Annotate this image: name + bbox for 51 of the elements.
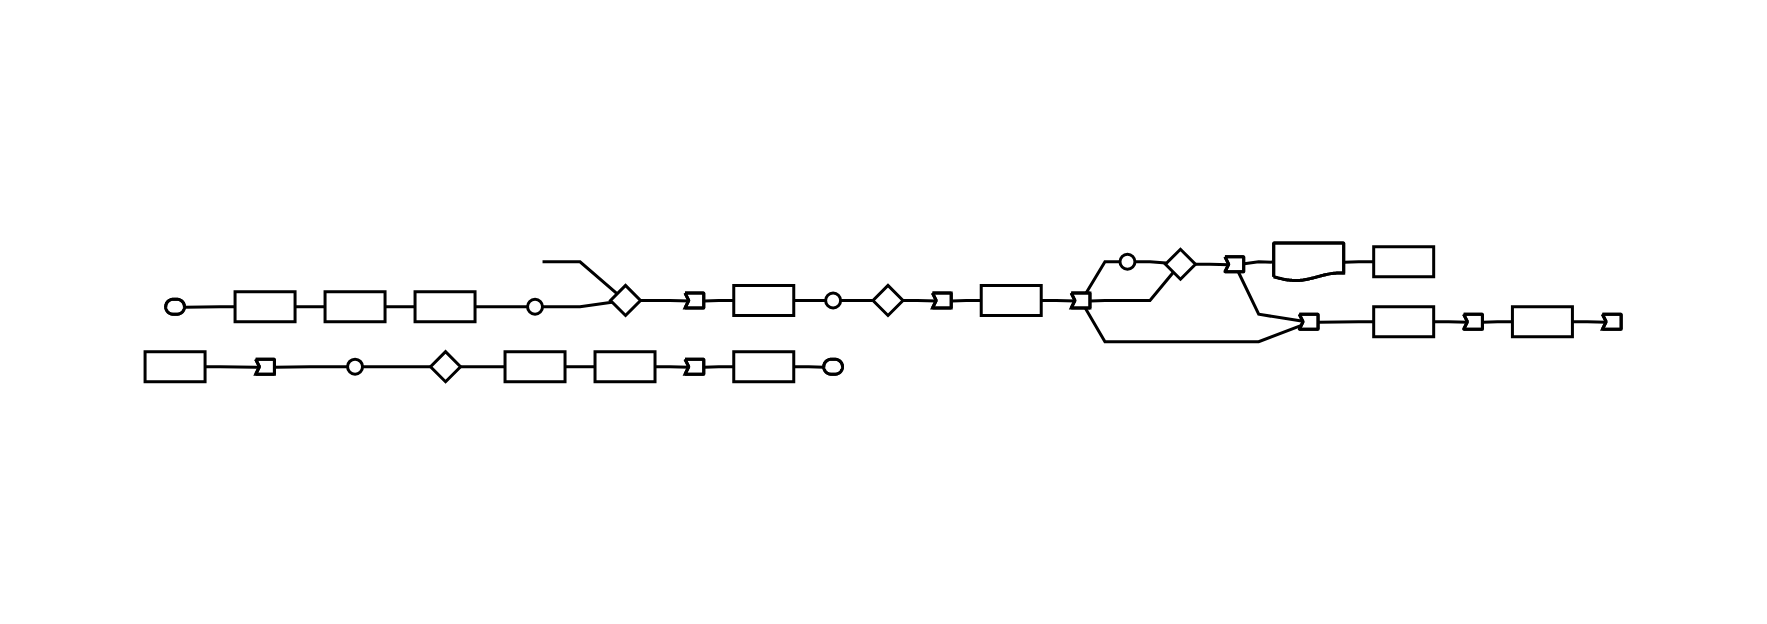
connector [1344, 259, 1375, 264]
node-box [143, 349, 207, 383]
connector [841, 298, 873, 302]
connector [542, 300, 613, 308]
connector [1434, 319, 1469, 324]
connector [542, 259, 619, 295]
connector [1195, 262, 1230, 266]
node-box [1372, 304, 1436, 338]
node-box [503, 349, 567, 383]
connector [1237, 271, 1304, 323]
connector [640, 298, 690, 303]
connector [1084, 259, 1121, 294]
connector [1041, 298, 1076, 303]
connector [185, 304, 236, 309]
connector [704, 364, 735, 369]
connector [460, 364, 506, 368]
node-box [980, 283, 1044, 317]
node-box [732, 349, 796, 383]
node-ellipse [346, 357, 365, 376]
connector [794, 298, 826, 302]
connector [1483, 319, 1513, 324]
node-box [233, 289, 297, 323]
node-diamond [428, 349, 464, 384]
node-box [1511, 304, 1575, 338]
connector [952, 298, 982, 303]
node-ellipse [526, 297, 545, 316]
node-ellipse [824, 291, 843, 310]
connector [295, 304, 326, 308]
node-box [732, 283, 796, 317]
connector [385, 304, 416, 308]
node-box [413, 289, 477, 323]
connector [275, 364, 348, 369]
connector [704, 298, 735, 303]
node-diamond [871, 283, 906, 318]
connector [1090, 271, 1175, 303]
connector [475, 304, 528, 308]
node-box [323, 289, 387, 323]
connector [205, 364, 261, 369]
connector [794, 364, 825, 369]
connector [1244, 259, 1275, 265]
node-ellipse [1118, 252, 1137, 271]
node-diamond [1163, 246, 1198, 281]
node-diamond [608, 283, 644, 318]
connector [1318, 319, 1375, 324]
node-box [593, 349, 657, 383]
node-box [1372, 244, 1436, 278]
connector [902, 298, 938, 303]
connector [565, 364, 596, 368]
connector [1135, 259, 1167, 265]
connector [362, 364, 431, 368]
connector [655, 364, 690, 369]
